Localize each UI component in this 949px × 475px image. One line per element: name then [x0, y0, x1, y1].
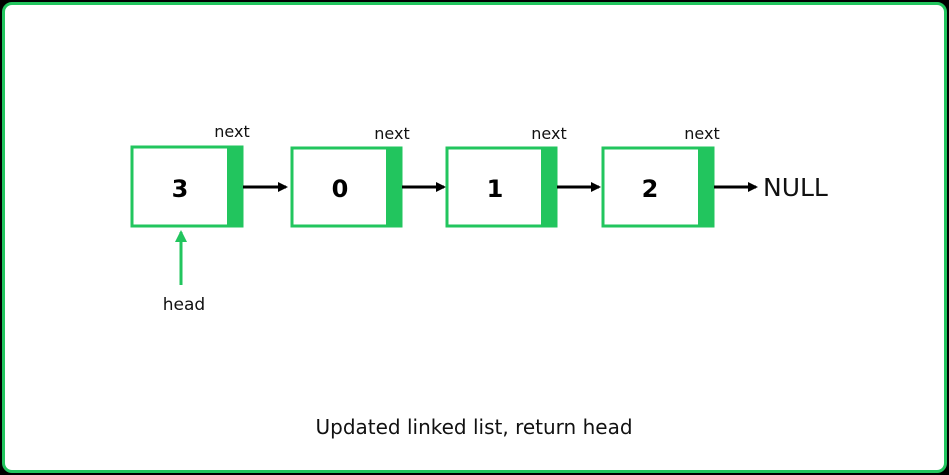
head-label: head — [163, 295, 205, 315]
node-box — [445, 146, 558, 228]
next-label: next — [684, 124, 719, 143]
next-label: next — [214, 122, 249, 141]
next-label: next — [531, 124, 566, 143]
list-node: 2 next — [601, 124, 720, 228]
next-pointer-field — [541, 148, 556, 226]
null-terminal-label: NULL — [763, 173, 828, 202]
diagram-caption: Updated linked list, return head — [315, 415, 632, 439]
next-pointer-field — [227, 147, 242, 226]
next-label: next — [374, 124, 409, 143]
list-node: 0 next — [290, 124, 410, 228]
next-pointer-field — [698, 148, 713, 226]
node-box — [290, 146, 403, 228]
next-pointer-field — [386, 148, 401, 226]
node-value: 2 — [642, 175, 659, 203]
node-value: 0 — [332, 175, 349, 203]
node-box — [130, 145, 244, 228]
list-node: 1 next — [445, 124, 567, 228]
node-box — [601, 146, 715, 228]
node-value: 1 — [487, 175, 504, 203]
node-value: 3 — [172, 175, 189, 203]
list-node: 3 next — [130, 122, 250, 228]
